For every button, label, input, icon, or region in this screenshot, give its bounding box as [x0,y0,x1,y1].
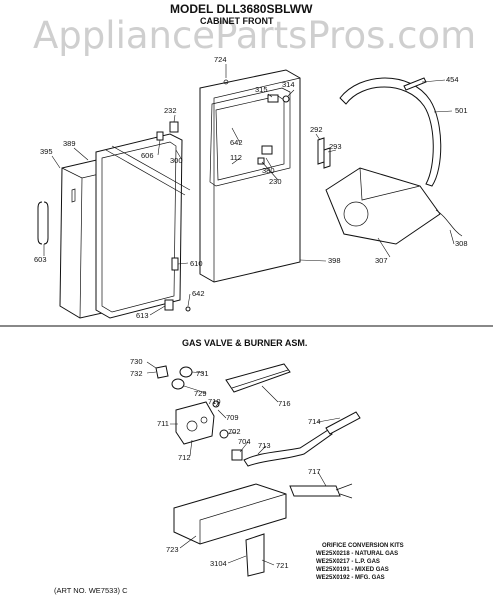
callout-label: 721 [276,561,289,570]
model-title: MODEL DLL3680SBLWW [170,2,313,16]
part-bracket-292 [317,137,331,169]
callout-label: 732 [130,369,143,378]
part-burner-716 [225,363,291,393]
callout-label: 112 [230,153,242,162]
kit-row: WE25X0218 - NATURAL GAS [316,551,398,557]
part-seal-454 [403,77,427,91]
callout-label: 711 [157,419,169,428]
callout-label: 293 [329,142,342,151]
callout-label: 300 [170,156,183,165]
callout-label: 730 [130,357,143,366]
callout-label: 712 [178,453,191,462]
part-duct-307 [325,167,441,245]
kit-row: WE25X0191 - MIXED GAS [316,567,389,573]
part-bracket-721 [245,533,265,577]
part-latch-610 [164,257,191,312]
callout-label: 501 [455,106,468,115]
callout-label: 713 [258,441,271,450]
watermark-text: AppliancePartsPros.com [33,14,476,57]
callout-label: 723 [166,545,179,554]
orifice-kit-legend: ORIFICE CONVERSION KITS WE25X0218 - NATU… [316,543,404,581]
part-cabinet-front-398 [199,69,301,283]
callout-label: 230 [269,177,282,186]
callout-label: 702 [228,427,241,436]
callout-label: 606 [141,151,154,160]
part-switch-314 [267,94,290,103]
part-gas-valve-712 [175,400,220,445]
callout-label: 714 [308,417,321,426]
callout-label: 398 [328,256,341,265]
callout-label: 3104 [210,559,227,568]
part-bracket-732 [155,365,169,379]
part-igniter-717 [289,483,353,499]
section-gas-valve: GAS VALVE & BURNER ASM. [182,338,307,348]
callout-label: 308 [455,239,468,248]
part-door-liner-300 [95,133,191,319]
art-number: (ART NO. WE7533) C [54,586,128,595]
kit-heading: ORIFICE CONVERSION KITS [322,543,404,549]
leader-lines [43,64,455,566]
callout-label: 389 [63,139,76,148]
callout-label: 454 [446,75,459,84]
callout-label: 380 [262,166,275,175]
part-coil-731 [171,366,193,390]
callout-label: 642 [230,138,243,147]
callout-labels-top: 724 314 315 454 501 232 606 300 389 395 … [34,55,468,320]
part-bulkhead-501 [339,77,442,187]
section-cabinet-front: CABINET FRONT [200,16,274,26]
kit-row: WE25X0192 - MFG. GAS [316,575,385,581]
callout-label: 292 [310,125,323,134]
callout-label: 717 [308,467,321,476]
callout-label: 710 [208,397,221,406]
callout-label: 395 [40,147,53,156]
kit-row: WE25X0217 - L.P. GAS [316,559,380,565]
callout-label: 610 [190,259,203,268]
callout-label: 314 [282,80,295,89]
part-cable-308 [435,209,463,237]
callout-label: 307 [375,256,388,265]
callout-label: 704 [238,437,251,446]
callout-label: 603 [34,255,47,264]
callout-label: 731 [196,369,209,378]
part-lamp-380 [257,145,273,165]
callout-label: 232 [164,106,177,115]
callout-label: 642 [192,289,205,298]
callout-label: 716 [278,399,291,408]
callout-label: 724 [214,55,227,64]
part-pipe-713 [243,411,361,467]
callout-labels-bottom: 730 732 731 729 710 716 709 711 702 704 … [130,357,321,570]
callout-label: 729 [194,389,207,398]
callout-label: 613 [136,311,149,320]
part-bracket-723 [173,483,287,545]
callout-label: 315 [255,85,268,94]
callout-label: 709 [226,413,239,422]
part-handle-395 [37,201,49,245]
